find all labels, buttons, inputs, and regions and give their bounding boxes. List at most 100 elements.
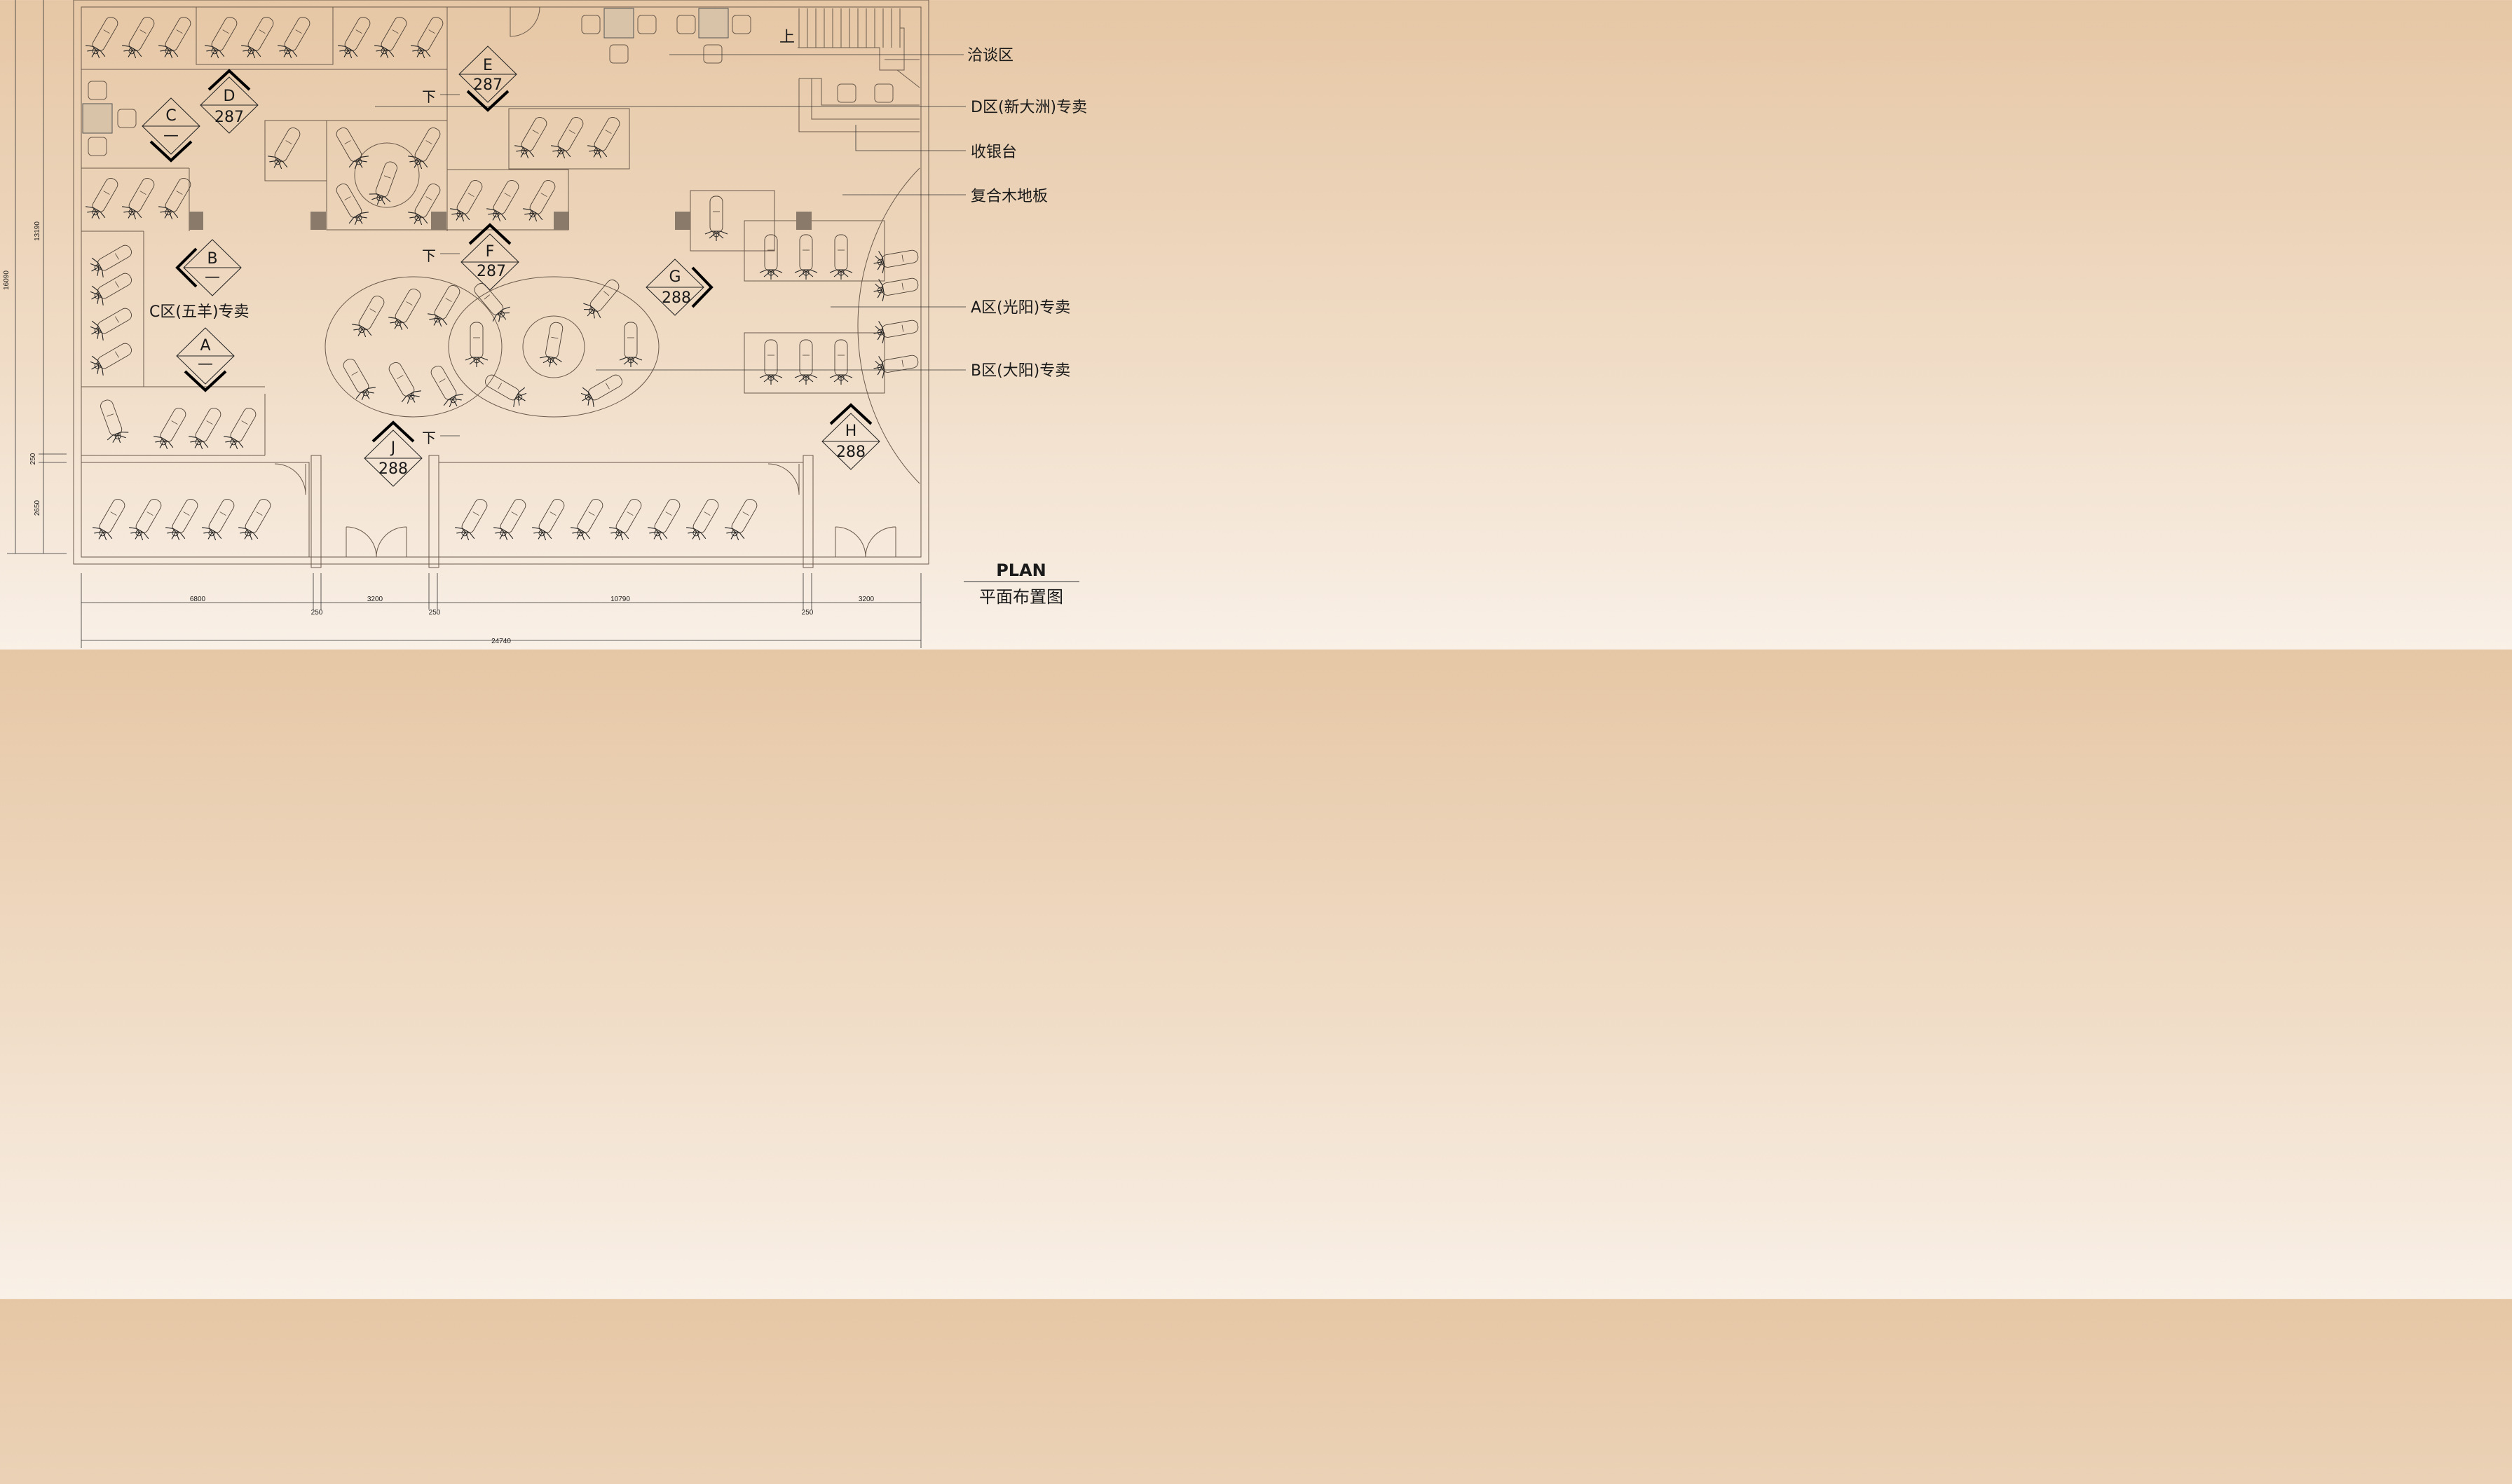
- stairs-down-label-3: 下: [422, 430, 436, 446]
- motorcycle-icon: [759, 234, 783, 280]
- motorcycle-icon: [484, 374, 527, 407]
- bottom-dimensions: 6800 250 3200 250 10790 250 3200 24740: [81, 573, 922, 648]
- motorcycle-icon: [374, 16, 407, 59]
- legend-zone-d: D区(新大洲)专卖: [971, 99, 1087, 116]
- motorcycle-icon: [129, 498, 162, 541]
- marker-C-num: —: [163, 127, 179, 144]
- marker-D-letter: D: [224, 88, 235, 105]
- motorcycle-icon: [336, 127, 369, 170]
- motorcycle-icon: [551, 116, 584, 159]
- marker-F: F 287: [460, 223, 519, 291]
- motorcycle-icon: [238, 498, 271, 541]
- motorcycle-icon: [153, 407, 186, 450]
- plan-title: PLAN: [996, 561, 1046, 580]
- motorcycle-icon: [514, 116, 547, 159]
- marker-C-letter: C: [165, 107, 176, 125]
- motorcycle-icon: [829, 234, 853, 280]
- display-platforms: [82, 6, 920, 418]
- dim-2650: 2650: [34, 500, 41, 516]
- motorcycles: [86, 16, 919, 541]
- motorcycle-icon: [794, 339, 818, 385]
- motorcycle-icon: [450, 179, 483, 222]
- marker-B-num: —: [205, 268, 220, 286]
- motorcycle-icon: [465, 322, 489, 367]
- motorcycle-icon: [90, 343, 132, 376]
- motorcycle-icon: [455, 498, 488, 541]
- stairs-down-label-1: 下: [422, 88, 436, 105]
- motorcycle-icon: [224, 407, 257, 450]
- marker-H-num: 288: [836, 444, 866, 461]
- marker-B-letter: B: [207, 250, 217, 268]
- legend-zone-b: B区(大阳)专卖: [971, 362, 1070, 380]
- motorcycle-icon: [873, 320, 919, 344]
- marker-E-num: 287: [473, 76, 503, 94]
- marker-G: G 288: [646, 259, 714, 316]
- motorcycle-icon: [411, 16, 444, 59]
- motorcycle-icon: [523, 179, 556, 222]
- marker-E: E 287: [458, 46, 517, 112]
- motorcycle-icon: [86, 177, 118, 220]
- stairs-up-label: 上: [779, 29, 795, 46]
- plan-subtitle: 平面布置图: [979, 587, 1063, 607]
- marker-G-letter: G: [669, 268, 681, 286]
- dim-3200-a: 3200: [367, 596, 383, 603]
- motorcycle-icon: [829, 339, 853, 385]
- motorcycle-icon: [189, 407, 221, 450]
- marker-G-num: 288: [662, 289, 691, 307]
- motorcycle-icon: [873, 277, 919, 302]
- motorcycle-icon: [686, 498, 719, 541]
- motorcycle-icon: [202, 498, 235, 541]
- motorcycle-icon: [474, 283, 510, 322]
- marker-J-letter: J: [390, 439, 396, 457]
- motorcycle-icon: [90, 308, 132, 341]
- motorcycle-icon: [486, 179, 519, 222]
- left-dimensions: 16090 13190 250 2650: [3, 0, 67, 554]
- marker-E-letter: E: [483, 57, 493, 74]
- legend-zone-a: A区(光阳)专卖: [971, 299, 1070, 317]
- dim-6800: 6800: [190, 596, 206, 603]
- motorcycle-icon: [583, 280, 620, 319]
- motorcycle-icon: [336, 183, 369, 226]
- motorcycle-icon: [122, 177, 155, 220]
- marker-A: A —: [176, 327, 235, 392]
- motorcycle-icon: [90, 245, 132, 277]
- motorcycle-icon: [430, 365, 463, 408]
- motorcycle-icon: [580, 374, 623, 407]
- motorcycle-icon: [268, 127, 301, 170]
- motorcycle-icon: [493, 498, 526, 541]
- motorcycle-icon: [90, 273, 132, 305]
- motorcycle-icon: [205, 16, 238, 59]
- stairs-down-label-2: 下: [422, 247, 436, 264]
- motorcycle-icon: [158, 177, 191, 220]
- marker-H: H 288: [821, 403, 880, 470]
- motorcycle-icon: [369, 161, 397, 205]
- motorcycle-icon: [873, 355, 919, 379]
- marker-B: B —: [175, 239, 242, 296]
- motorcycle-icon: [86, 16, 118, 59]
- dim-13190: 13190: [34, 221, 41, 241]
- legend-floor: 复合木地板: [971, 188, 1048, 205]
- motorcycle-icon: [343, 358, 376, 401]
- dim-total: 24740: [491, 638, 511, 645]
- motorcycle-icon: [794, 234, 818, 280]
- dim-3200-b: 3200: [859, 596, 875, 603]
- motorcycle-icon: [609, 498, 642, 541]
- motorcycle-icon: [873, 249, 919, 274]
- marker-J-num: 288: [378, 460, 408, 478]
- motorcycle-icon: [165, 498, 198, 541]
- motorcycle-icon: [388, 362, 421, 404]
- marker-F-num: 287: [477, 263, 506, 280]
- marker-C: C —: [142, 97, 200, 163]
- leader-lines: [375, 54, 966, 437]
- marker-D: D 287: [200, 69, 259, 134]
- motorcycle-icon: [158, 16, 191, 59]
- motorcycle-icon: [587, 116, 620, 159]
- dim-10790: 10790: [610, 596, 630, 603]
- floor-plan: 上 下 下 下 洽谈区 D区(新大洲)专卖 收银台 复合木地板 A区(光阳)专卖…: [3, 0, 1087, 648]
- motorcycle-icon: [241, 16, 274, 59]
- motorcycle-icon: [122, 16, 155, 59]
- motorcycle-icon: [352, 295, 385, 338]
- legend-cashier: 收银台: [971, 144, 1017, 161]
- outer-walls: [73, 0, 929, 568]
- dim-250-c: 250: [802, 609, 814, 617]
